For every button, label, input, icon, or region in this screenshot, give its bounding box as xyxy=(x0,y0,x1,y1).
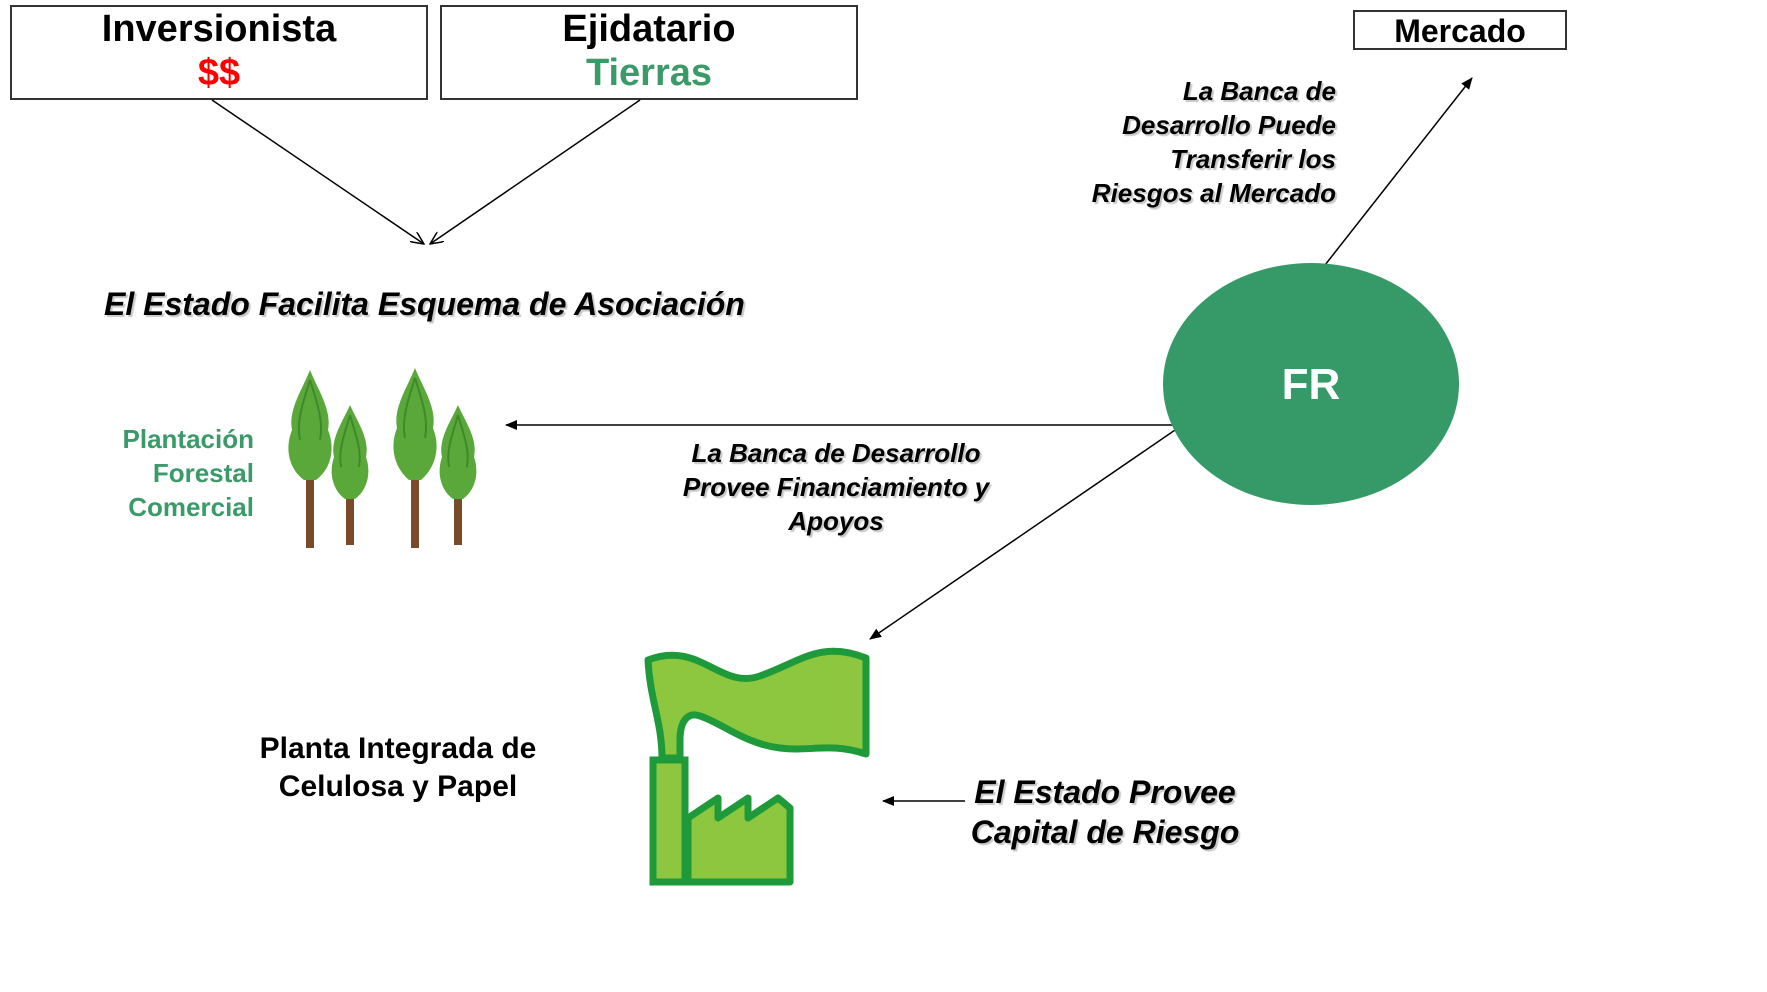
arrow-inversionista-to-asociacion xyxy=(211,99,424,244)
financiamiento-label: La Banca de Desarrollo Provee Financiami… xyxy=(682,438,990,536)
ejidatario-land: Tierras xyxy=(585,52,713,94)
mercado-title: Mercado xyxy=(1394,13,1526,49)
ejidatario-title: Ejidatario xyxy=(562,8,736,50)
arrow-fr-to-mercado xyxy=(1324,77,1473,266)
arrow-ejidatario-to-asociacion xyxy=(430,99,641,244)
arrow-fr-to-planta xyxy=(869,427,1179,640)
ejidatario-box: Ejidatario Tierras xyxy=(440,5,858,100)
inversionista-money: $$ xyxy=(197,52,241,94)
planta-label: Planta Integrada de Celulosa y Papel xyxy=(259,732,537,803)
capital-label: El Estado Provee Capital de Riesgo xyxy=(970,774,1240,850)
asociacion-label: El Estado Facilita Esquema de Asociación xyxy=(104,286,745,322)
fr-label: FR xyxy=(1281,360,1341,409)
transferir-label: La Banca de Desarrollo Puede Transferir … xyxy=(1091,76,1336,208)
fr-circle xyxy=(1163,263,1459,505)
mercado-box: Mercado xyxy=(1353,10,1567,50)
inversionista-box: Inversionista $$ xyxy=(10,5,428,100)
tree-icon xyxy=(288,368,477,548)
factory-icon xyxy=(644,647,870,886)
inversionista-title: Inversionista xyxy=(101,8,337,50)
plantacion-label: Plantación Forestal Comercial xyxy=(122,424,254,522)
